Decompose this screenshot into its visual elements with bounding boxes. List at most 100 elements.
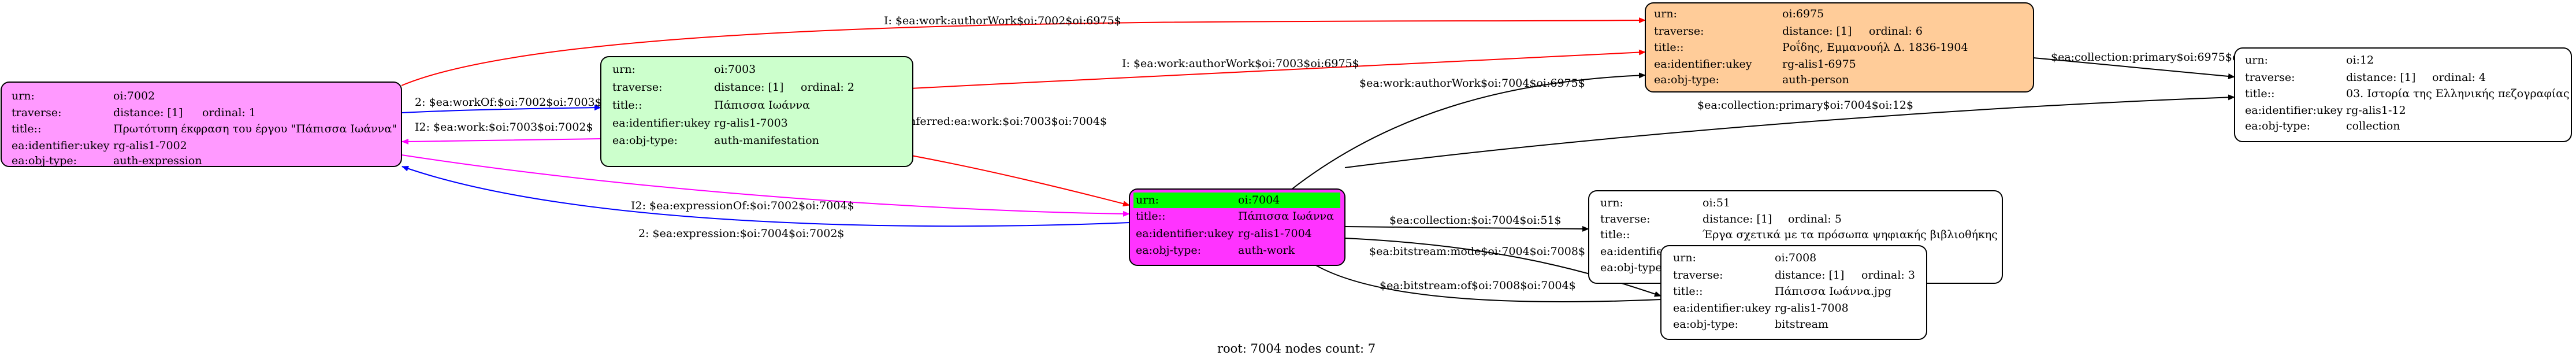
- field-key: traverse:: [12, 106, 62, 119]
- edge-label: I: $ea:work:authorWork$oi:7003$oi:6975$: [1122, 57, 1359, 70]
- node-oi-7003[interactable]: urn: oi:7003 traverse: distance: [1] ordina…: [600, 56, 913, 167]
- field-key: ea:obj-type:: [1673, 318, 1738, 331]
- edge-label: I: $ea:work:authorWork$oi:7002$oi:6975$: [884, 14, 1121, 27]
- edge-workof-7002-7003: 2: $ea:workOf:$oi:7002$oi:7003$: [401, 96, 602, 113]
- field-value-ordinal: ordinal: 4: [2432, 71, 2486, 84]
- field-key: traverse:: [612, 81, 663, 94]
- edge-expression-7004-7002: 2: $ea:expression:$oi:7004$oi:7002$: [402, 165, 1130, 240]
- field-key: title::: [1654, 41, 1683, 54]
- field-key: ea:obj-type:: [2245, 120, 2310, 132]
- edge-expressionof-7002-7004: I2: $ea:expressionOf:$oi:7002$oi:7004$: [401, 154, 1130, 217]
- edge-label: $ea:work:authorWork$oi:7004$oi:6975$: [1359, 77, 1585, 90]
- graph-footer: root: 7004 nodes count: 7: [1217, 342, 1376, 356]
- edge-authorwork-7004-6975: $ea:work:authorWork$oi:7004$oi:6975$: [1291, 72, 1646, 190]
- edge-label: I2: $ea:work:$oi:7003$oi:7002$: [415, 121, 593, 134]
- edge-label: 2: $ea:workOf:$oi:7002$oi:7003$: [415, 96, 602, 109]
- field-value: distance: [1]: [1703, 213, 1772, 225]
- edges-layer: I: $ea:work:authorWork$oi:7002$oi:6975$ …: [401, 14, 2267, 302]
- field-value: oi:7003: [714, 63, 756, 76]
- field-value: rg-alis1-6975: [1782, 58, 1856, 71]
- field-key: ea:obj-type:: [1136, 244, 1201, 257]
- field-key: urn:: [1654, 8, 1677, 20]
- field-value: distance: [1]: [1782, 25, 1852, 38]
- field-value: Έργα σχετικά με τα πρόσωπα ψηφιακής βιβλ…: [1703, 228, 1998, 241]
- edge-label: $ea:bitstream:of$oi:7008$oi:7004$: [1380, 279, 1576, 292]
- edge-label: I: $inferred:ea:work:$oi:7003$oi:7004$: [887, 115, 1107, 128]
- field-value-ordinal: ordinal: 3: [1861, 269, 1915, 282]
- field-key: urn:: [12, 90, 35, 102]
- field-value: rg-alis1-7008: [1775, 302, 1849, 314]
- field-value: rg-alis1-7003: [714, 117, 788, 129]
- field-value: auth-person: [1782, 73, 1849, 86]
- field-value-ordinal: ordinal: 6: [1869, 25, 1923, 38]
- field-key: ea:obj-type:: [1654, 73, 1719, 86]
- field-value: oi:7008: [1775, 251, 1816, 264]
- field-key: ea:identifier:ukey: [2245, 104, 2343, 117]
- field-value: rg-alis1-7004: [1238, 227, 1312, 240]
- field-value: oi:7004: [1238, 194, 1280, 206]
- field-value: Πρωτότυπη έκφραση του έργου "Πάπισσα Ιωά…: [113, 123, 397, 135]
- field-value: Πάπισσα Ιωάννα.jpg: [1775, 285, 1891, 298]
- field-key: title::: [12, 123, 41, 135]
- field-key: ea:obj-type:: [1600, 261, 1666, 274]
- node-oi-7004-root[interactable]: urn: oi:7004 title::Πάπισσα Ιωάννα ea:ide…: [1129, 188, 1345, 266]
- field-value: collection: [2346, 120, 2400, 132]
- field-key: urn:: [1600, 197, 1623, 209]
- node-oi-7008[interactable]: urn: oi:7008 traverse: distance: [1] ordina…: [1660, 245, 1927, 340]
- field-key: title::: [612, 99, 642, 112]
- field-value: distance: [1]: [2346, 71, 2415, 84]
- field-value: distance: [1]: [1775, 269, 1844, 282]
- field-key: ea:identifier:ukey: [12, 139, 110, 152]
- field-key: traverse:: [2245, 71, 2295, 84]
- field-value: auth-work: [1238, 244, 1295, 257]
- node-oi-12[interactable]: urn:oi:12 traverse:distance: [1]ordinal:…: [2234, 47, 2572, 142]
- edge-label: $ea:collection:primary$oi:6975$oi:12$: [2051, 51, 2267, 64]
- field-key: urn:: [1673, 251, 1696, 264]
- edge-authorwork-7002-6975: I: $ea:work:authorWork$oi:7002$oi:6975$: [401, 14, 1646, 86]
- field-value: auth-manifestation: [714, 134, 819, 147]
- field-key: ea:identifier:ukey: [1673, 302, 1771, 314]
- edge-collection-7004-51: $ea:collection:$oi:7004$oi:51$: [1344, 214, 1589, 232]
- field-value: Πάπισσα Ιωάννα: [1238, 210, 1334, 223]
- field-key: traverse:: [1673, 269, 1723, 282]
- edge-label: $ea:collection:$oi:7004$oi:51$: [1389, 214, 1562, 227]
- node-oi-6975[interactable]: urn: oi:6975 traverse: distance: [1] ordina…: [1645, 2, 2034, 92]
- field-value: oi:12: [2346, 54, 2374, 66]
- field-value: distance: [1]: [113, 106, 183, 119]
- field-value: Ροΐδης, Εμμανουήλ Δ. 1836-1904: [1782, 39, 1968, 54]
- field-value: auth-expression: [113, 154, 202, 167]
- field-key: ea:identifier:ukey: [612, 117, 711, 129]
- field-key: ea:identifier:ukey: [1136, 227, 1234, 240]
- field-value: Πάπισσα Ιωάννα: [714, 99, 810, 112]
- edge-collection-7004-12: $ea:collection:primary$oi:7004$oi:12$: [1344, 94, 2235, 168]
- field-value-ordinal: ordinal: 1: [202, 106, 256, 119]
- field-key: ea:obj-type:: [612, 134, 678, 147]
- field-key: urn:: [1136, 194, 1159, 206]
- field-key: ea:identifier:ukey: [1654, 58, 1752, 71]
- root-highlight-bar: [1133, 193, 1340, 208]
- field-key: ea:obj-type:: [12, 154, 77, 167]
- field-key: urn:: [612, 63, 635, 76]
- edge-label: $ea:collection:primary$oi:7004$oi:12$: [1697, 99, 1913, 112]
- field-value: rg-alis1-12: [2346, 104, 2406, 117]
- field-key: title::: [1600, 228, 1630, 241]
- field-value: distance: [1]: [714, 81, 783, 94]
- field-value: 03. Ιστορία της Ελληνικής πεζογραφίας: [2346, 87, 2570, 100]
- field-key: title::: [1136, 210, 1165, 223]
- field-value-ordinal: ordinal: 5: [1788, 213, 1842, 225]
- edge-collection-6975-12: $ea:collection:primary$oi:6975$oi:12$: [2033, 51, 2267, 79]
- field-value: rg-alis1-7002: [113, 139, 187, 152]
- node-oi-7002[interactable]: urn:oi:7002 traverse:distance: [1]ordina…: [1, 82, 402, 167]
- nodes-layer: urn:oi:7002 traverse:distance: [1]ordina…: [1, 2, 2572, 340]
- field-key: traverse:: [1600, 213, 1651, 225]
- edge-label: 2: $ea:expression:$oi:7004$oi:7002$: [638, 227, 845, 240]
- edge-label: I2: $ea:expressionOf:$oi:7002$oi:7004$: [631, 199, 854, 212]
- field-value: bitstream: [1775, 318, 1828, 331]
- field-value-ordinal: ordinal: 2: [801, 81, 854, 94]
- field-value: oi:6975: [1782, 8, 1824, 20]
- field-key: traverse:: [1654, 25, 1704, 38]
- field-key: title::: [1673, 285, 1703, 298]
- edge-bitstream-7004-7008: $ea:bitstream:mode$oi:7004$oi:7008$: [1344, 238, 1661, 297]
- edge-work-7003-7002: I2: $ea:work:$oi:7003$oi:7002$: [402, 121, 601, 145]
- field-key: title::: [2245, 87, 2274, 100]
